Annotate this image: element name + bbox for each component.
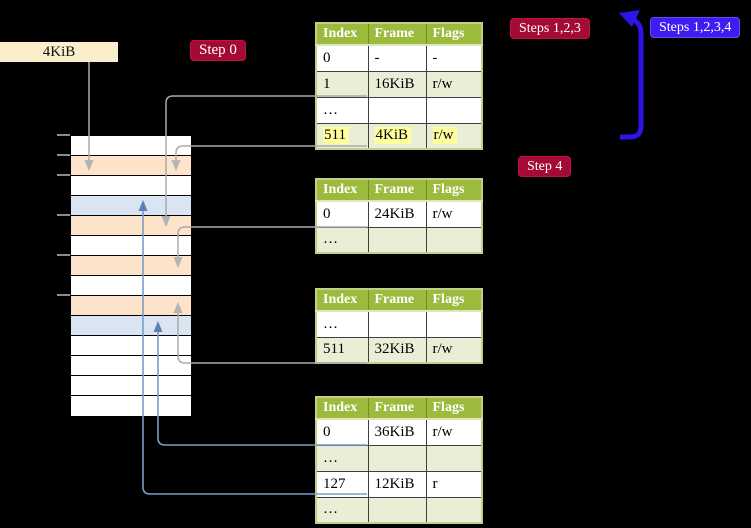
cell-flags: [426, 96, 482, 123]
cell-frame: -: [368, 44, 427, 71]
header-index: Index: [316, 397, 369, 420]
loop-arrow: [619, 10, 644, 140]
header-index: Index: [316, 289, 369, 312]
table-row: 511 32KiB r/w: [316, 336, 482, 363]
memory-row-8: [71, 296, 191, 316]
memory-row-1: [71, 156, 191, 176]
header-flags: Flags: [426, 289, 482, 312]
table-row: …: [316, 226, 482, 253]
header-frame: Frame: [368, 289, 427, 312]
table-header-row: Index Frame Flags: [316, 23, 482, 46]
table-header-row: Index Frame Flags: [316, 397, 482, 420]
cell-flags: [426, 310, 482, 337]
header-frame: Frame: [368, 23, 427, 46]
table-header-row: Index Frame Flags: [316, 289, 482, 312]
table-row: 0 36KiB r/w: [316, 418, 482, 445]
cell-frame: [368, 496, 427, 523]
memory-row-2: [71, 176, 191, 196]
header-frame: Frame: [368, 397, 427, 420]
cell-index: …: [316, 226, 369, 253]
step4-label: Step 4: [518, 156, 572, 177]
table-row: …: [316, 496, 482, 523]
cell-index: 511: [316, 336, 369, 363]
cell-frame: [368, 444, 427, 471]
cell-index: …: [316, 96, 369, 123]
cell-flags: r/w: [426, 336, 482, 363]
header-flags: Flags: [426, 397, 482, 420]
memory-row-3: [71, 196, 191, 216]
table-row: …: [316, 96, 482, 123]
highlight-mark: r/w: [432, 127, 457, 145]
page-table-2: Index Frame Flags 0 24KiB r/w …: [315, 178, 483, 254]
cell-index: 0: [316, 44, 369, 71]
cell-index: …: [316, 444, 369, 471]
header-flags: Flags: [426, 23, 482, 46]
cell-index: …: [316, 310, 369, 337]
cell-flags: r/w: [426, 122, 482, 149]
cell-flags: r/w: [426, 418, 482, 445]
memory-row-13: [71, 396, 191, 416]
memory-row-4: [71, 216, 191, 236]
memory-tick-marks: [57, 134, 70, 296]
table-row: 1 16KiB r/w: [316, 70, 482, 97]
cell-flags: [426, 226, 482, 253]
cell-flags: [426, 496, 482, 523]
header-index: Index: [316, 179, 369, 202]
cell-index: …: [316, 496, 369, 523]
cell-frame: 4KiB: [368, 122, 427, 149]
cell-flags: -: [426, 44, 482, 71]
highlight-mark: 511: [323, 127, 349, 145]
page-table-4: Index Frame Flags 0 36KiB r/w … 127 12Ki…: [315, 396, 483, 524]
cell-frame: 32KiB: [368, 336, 427, 363]
memory-row-7: [71, 276, 191, 296]
memory-row-10: [71, 336, 191, 356]
page-table-3: Index Frame Flags … 511 32KiB r/w: [315, 288, 483, 364]
steps-1234-label: Steps 1,2,3,4: [650, 17, 741, 38]
memory-map: [70, 135, 192, 417]
table-row: 127 12KiB r: [316, 470, 482, 497]
table-row-highlighted: 511 4KiB r/w: [316, 122, 482, 149]
step0-label: Step 0: [190, 40, 246, 61]
highlight-mark: 4KiB: [374, 127, 412, 145]
cell-index: 0: [316, 200, 369, 227]
page-table-1: Index Frame Flags 0 - - 1 16KiB r/w …: [315, 22, 483, 150]
table-row: 0 - -: [316, 44, 482, 71]
cell-frame: 16KiB: [368, 70, 427, 97]
table-row: 0 24KiB r/w: [316, 200, 482, 227]
memory-row-5: [71, 236, 191, 256]
memory-row-0: [71, 136, 191, 156]
header-index: Index: [316, 23, 369, 46]
cell-index: 127: [316, 470, 369, 497]
cell-frame: [368, 310, 427, 337]
header-flags: Flags: [426, 179, 482, 202]
cell-frame: [368, 226, 427, 253]
memory-row-11: [71, 356, 191, 376]
cell-flags: [426, 444, 482, 471]
memory-row-12: [71, 376, 191, 396]
table-header-row: Index Frame Flags: [316, 179, 482, 202]
memory-row-9: [71, 316, 191, 336]
cell-flags: r/w: [426, 200, 482, 227]
table-row: …: [316, 444, 482, 471]
header-frame: Frame: [368, 179, 427, 202]
cell-index: 1: [316, 70, 369, 97]
cell-frame: 12KiB: [368, 470, 427, 497]
cell-frame: [368, 96, 427, 123]
steps-123-label: Steps 1,2,3: [510, 18, 590, 39]
cell-frame: 24KiB: [368, 200, 427, 227]
cell-index: 0: [316, 418, 369, 445]
cell-frame: 36KiB: [368, 418, 427, 445]
table-row: …: [316, 310, 482, 337]
cell-index: 511: [316, 122, 369, 149]
cell-flags: r/w: [426, 70, 482, 97]
frame-size-label: 4KiB: [0, 42, 118, 62]
memory-row-6: [71, 256, 191, 276]
cell-flags: r: [426, 470, 482, 497]
